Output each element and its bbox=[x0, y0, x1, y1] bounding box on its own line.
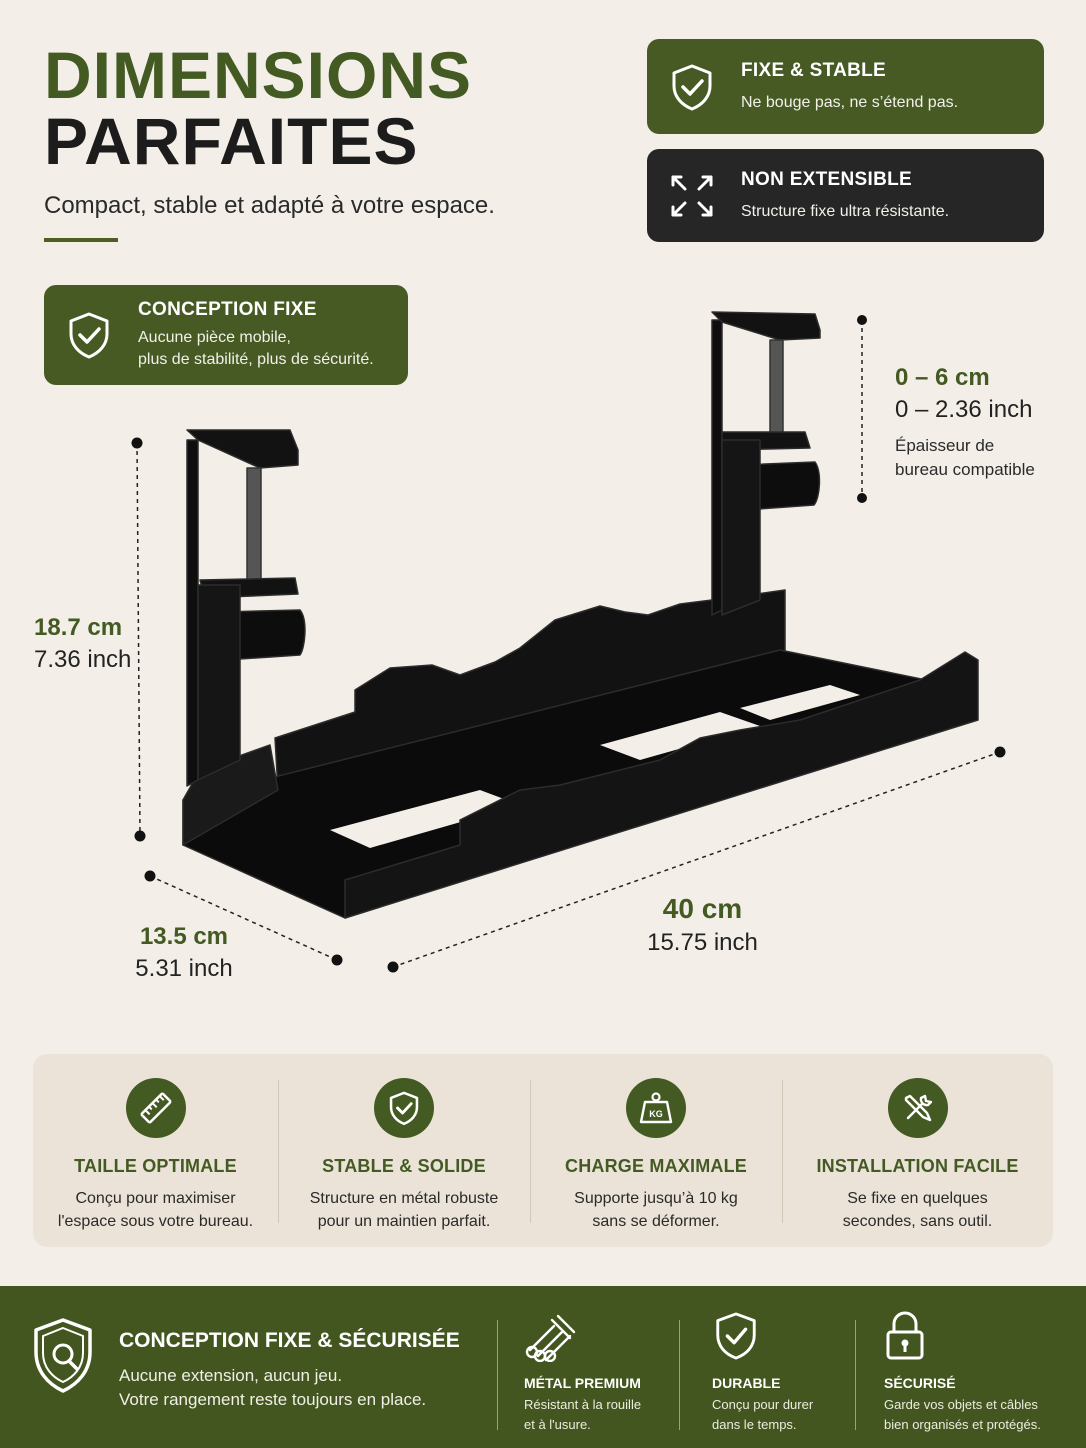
dimension-inch: 5.31 inch bbox=[135, 955, 233, 982]
metal-bars-icon bbox=[525, 1314, 576, 1363]
footer-item-text-line-2: dans le temps. bbox=[712, 1417, 797, 1432]
dimension-clamp: 0 – 6 cm 0 – 2.36 inch Épaisseur de bure… bbox=[895, 364, 1035, 482]
weight-kg-icon-label: KG bbox=[649, 1109, 663, 1119]
card-text: Ne bouge pas, ne s’étend pas. bbox=[741, 93, 959, 111]
feature-title: TAILLE OPTIMALE bbox=[74, 1156, 237, 1176]
weight-kg-icon: KG bbox=[626, 1078, 686, 1138]
footer-item-text: Conçu pour durer dans le temps. bbox=[712, 1395, 842, 1435]
arrows-inward-icon bbox=[671, 175, 713, 216]
footer-item-securise: SÉCURISÉ Garde vos objets et câbles bien… bbox=[884, 1310, 1074, 1435]
feature-text-line-2: secondes, sans outil. bbox=[842, 1213, 993, 1230]
footer-item-text: Garde vos objets et câbles bien organisé… bbox=[884, 1395, 1074, 1435]
card-title: FIXE & STABLE bbox=[741, 59, 886, 81]
dimension-note: Épaisseur de bureau compatible bbox=[895, 434, 1035, 482]
footer-item-title: MÉTAL PREMIUM bbox=[524, 1375, 641, 1391]
feature-text: Supporte jusqu’à 10 kg sans se déformer. bbox=[530, 1187, 782, 1233]
footer-item-text: Résistant à la rouille et à l'usure. bbox=[524, 1395, 674, 1435]
footer-title: CONCEPTION FIXE & SÉCURISÉE bbox=[119, 1329, 460, 1352]
title-line-2: PARFAITES bbox=[44, 104, 419, 178]
shield-check-icon bbox=[69, 312, 109, 359]
page-title: DIMENSIONS PARFAITES bbox=[44, 42, 472, 174]
feature-text-line-1: Supporte jusqu’à 10 kg bbox=[574, 1190, 738, 1207]
divider bbox=[855, 1320, 856, 1430]
dimension-inch: 7.36 inch bbox=[34, 646, 132, 673]
footer-text-line-1: Aucune extension, aucun jeu. bbox=[119, 1366, 343, 1385]
card-title: NON EXTENSIBLE bbox=[741, 168, 912, 190]
shield-check-icon bbox=[374, 1078, 434, 1138]
dimension-cm: 40 cm bbox=[662, 893, 743, 924]
card-text-line-2: plus de stabilité, plus de sécurité. bbox=[138, 351, 374, 368]
feature-text: Structure en métal robuste pour un maint… bbox=[278, 1187, 530, 1233]
dimension-length: 40 cm 15.75 inch bbox=[620, 893, 785, 957]
footer-banner: CONCEPTION FIXE & SÉCURISÉE Aucune exten… bbox=[0, 1286, 1086, 1448]
feature-text: Se fixe en quelques secondes, sans outil… bbox=[782, 1187, 1053, 1233]
feature-title: STABLE & SOLIDE bbox=[322, 1156, 486, 1176]
title-underline bbox=[44, 238, 118, 242]
divider bbox=[530, 1080, 531, 1223]
feature-stable-solide: STABLE & SOLIDE Structure en métal robus… bbox=[278, 1054, 530, 1247]
shield-check-icon bbox=[672, 64, 712, 110]
feature-taille-optimale: TAILLE OPTIMALE Conçu pour maximiser l'e… bbox=[33, 1054, 278, 1247]
dimension-cm: 18.7 cm bbox=[34, 614, 123, 641]
page-subtitle: Compact, stable et adapté à votre espace… bbox=[44, 192, 495, 219]
divider bbox=[782, 1080, 783, 1223]
feature-text: Conçu pour maximiser l'espace sous votre… bbox=[33, 1187, 278, 1233]
footer-item-text-line-2: bien organisés et protégés. bbox=[884, 1417, 1041, 1432]
card-title: CONCEPTION FIXE bbox=[138, 299, 317, 320]
card-conception-fixe: CONCEPTION FIXE Aucune pièce mobile, plu… bbox=[44, 285, 408, 385]
feature-title: INSTALLATION FACILE bbox=[816, 1156, 1019, 1176]
feature-text-line-1: Se fixe en quelques bbox=[847, 1190, 988, 1207]
feature-text-line-2: l'espace sous votre bureau. bbox=[57, 1213, 254, 1230]
dimension-lines bbox=[131, 315, 1006, 973]
footer-item-durable: DURABLE Conçu pour durer dans le temps. bbox=[712, 1310, 842, 1435]
footer-item-title: DURABLE bbox=[712, 1375, 781, 1391]
footer-item-title: SÉCURISÉ bbox=[884, 1375, 956, 1391]
dimension-height: 18.7 cm 7.36 inch bbox=[34, 614, 131, 674]
footer-item-text-line-1: Garde vos objets et câbles bbox=[884, 1397, 1038, 1412]
shield-check-icon bbox=[716, 1312, 756, 1360]
title-line-1: DIMENSIONS bbox=[44, 38, 473, 112]
divider bbox=[278, 1080, 279, 1223]
divider bbox=[679, 1320, 680, 1430]
feature-text-line-2: pour un maintien parfait. bbox=[317, 1213, 491, 1230]
feature-title: CHARGE MAXIMALE bbox=[565, 1156, 747, 1176]
features-panel: TAILLE OPTIMALE Conçu pour maximiser l'e… bbox=[33, 1054, 1053, 1247]
dimension-cm: 0 – 6 cm bbox=[895, 364, 990, 391]
footer-text-line-2: Votre rangement reste toujours en place. bbox=[119, 1390, 427, 1409]
feature-text-line-1: Structure en métal robuste bbox=[309, 1190, 499, 1207]
card-non-extensible: NON EXTENSIBLE Structure fixe ultra rési… bbox=[647, 149, 1044, 242]
card-text: Structure fixe ultra résistante. bbox=[741, 202, 950, 220]
divider bbox=[497, 1320, 498, 1430]
card-text: Aucune pièce mobile, plus de stabilité, … bbox=[138, 327, 374, 371]
shield-lock-icon bbox=[34, 1318, 92, 1393]
dimension-inch: 15.75 inch bbox=[647, 929, 758, 956]
padlock-icon bbox=[886, 1311, 924, 1360]
footer-text: Aucune extension, aucun jeu. Votre range… bbox=[119, 1364, 426, 1412]
product-illustration bbox=[131, 311, 1006, 973]
footer-item-text-line-2: et à l'usure. bbox=[524, 1417, 591, 1432]
dimension-note-line-1: Épaisseur de bbox=[895, 436, 995, 455]
feature-text-line-2: sans se déformer. bbox=[592, 1213, 720, 1230]
ruler-icon bbox=[125, 1078, 186, 1138]
footer-item-text-line-1: Résistant à la rouille bbox=[524, 1397, 642, 1412]
feature-text-line-1: Conçu pour maximiser bbox=[75, 1190, 236, 1207]
footer-item-text-line-1: Conçu pour durer bbox=[712, 1397, 814, 1412]
cable-tray bbox=[182, 311, 979, 919]
feature-installation-facile: INSTALLATION FACILE Se fixe en quelques … bbox=[782, 1054, 1053, 1247]
card-fixe-stable: FIXE & STABLE Ne bouge pas, ne s’étend p… bbox=[647, 39, 1044, 134]
dimension-depth: 13.5 cm 5.31 inch bbox=[114, 923, 254, 983]
footer-item-metal-premium: MÉTAL PREMIUM Résistant à la rouille et … bbox=[524, 1310, 674, 1435]
tools-icon bbox=[887, 1078, 948, 1138]
dimension-inch: 0 – 2.36 inch bbox=[895, 396, 1033, 423]
dimension-note-line-2: bureau compatible bbox=[895, 460, 1035, 479]
card-text-line-1: Aucune pièce mobile, bbox=[138, 329, 291, 346]
feature-charge-maximale: KG CHARGE MAXIMALE Supporte jusqu’à 10 k… bbox=[530, 1054, 782, 1247]
dimension-cm: 13.5 cm bbox=[139, 923, 229, 950]
